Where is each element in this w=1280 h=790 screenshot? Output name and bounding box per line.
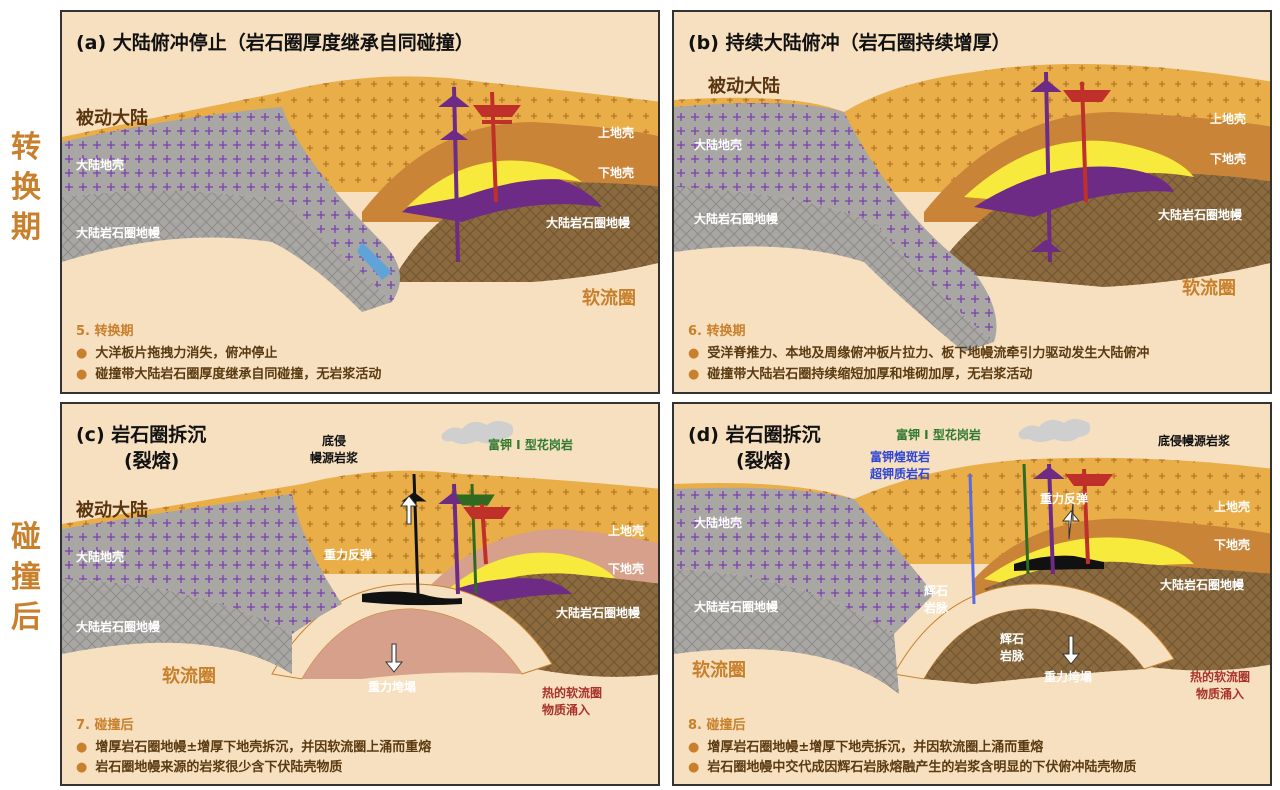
panel-c-subtitle: (裂熔) (124, 450, 180, 472)
panel-b-bullet-1: 受洋脊推力、本地及周缘俯冲板片拉力、板下地幔流牵引力驱动发生大陆俯冲 (688, 342, 1149, 361)
side-label-post-collision: 碰 撞 后 (11, 520, 41, 635)
label-lithospheric-mantle: 大陆岩石圈地幔 (1158, 208, 1243, 222)
label-passive-continent: 被动大陆 (76, 500, 148, 521)
label-upper-crust: 上地壳 (1210, 112, 1247, 126)
label-upper-crust: 上地壳 (598, 126, 635, 140)
panel-d-graphic (674, 404, 1270, 784)
panel-a: (a) 大陆俯冲停止（岩石圈厚度继承自同碰撞） 被动大陆 大陆地壳 大陆岩石圈地… (60, 10, 660, 394)
panel-d-bullet-1: 增厚岩石圈地幔±增厚下地壳拆沉，并因软流圈上涌而重熔 (688, 736, 1043, 755)
label-continental-crust: 大陆地壳 (694, 138, 743, 152)
label-continental-crust: 大陆地壳 (76, 158, 125, 172)
label-lithospheric-mantle: 大陆岩石圈地幔 (556, 606, 641, 620)
label-k-rich-granite: 富钾 I 型花岗岩 (896, 428, 981, 442)
panel-d: (d) 岩石圈拆沉 (裂熔) 大陆地壳 大陆岩石圈地幔 上地壳 下地壳 大陆岩石… (672, 402, 1272, 786)
panel-d-bullet-2: 岩石圈地幔中交代成因辉石岩脉熔融产生的岩浆含明显的下伏俯冲陆壳物质 (688, 756, 1136, 775)
label-lithosphere: 大陆岩石圈地幔 (694, 212, 779, 226)
label-gravity-collapse: 重力垮塌 (1044, 670, 1093, 684)
panel-b: (b) 持续大陆俯冲（岩石圈持续增厚） 被动大陆 大陆地壳 大陆岩石圈地幔 上地… (672, 10, 1272, 394)
label-hot-asthenosphere: 热的软流圈 物质涌入 (1190, 670, 1251, 701)
panel-b-bullet-2: 碰撞带大陆岩石圈持续缩短加厚和堆砌加厚，无岩浆活动 (688, 363, 1032, 382)
label-continental-crust: 大陆地壳 (694, 516, 743, 530)
label-underplate-magma: 底侵 幔源岩浆 (310, 434, 359, 465)
label-hot-asthenosphere: 热的软流圈 物质涌入 (542, 686, 603, 717)
label-asthenosphere: 软流圈 (692, 660, 746, 681)
label-lithospheric-mantle: 大陆岩石圈地幔 (1160, 578, 1245, 592)
label-asthenosphere: 软流圈 (1182, 278, 1236, 299)
label-pyroxenite-vein-1: 辉石 岩脉 (924, 584, 949, 615)
label-k-rich-lamprophyre: 富钾煌斑岩 超钾质岩石 (870, 450, 931, 481)
panel-a-bullet-1: 大洋板片拖拽力消失，俯冲停止 (76, 342, 277, 361)
label-lithosphere: 大陆岩石圈地幔 (694, 600, 779, 614)
label-lithosphere: 大陆岩石圈地幔 (76, 226, 161, 240)
label-k-rich-granite: 富钾 I 型花岗岩 (488, 438, 573, 452)
label-lower-crust: 下地壳 (1214, 538, 1251, 552)
label-gravity-collapse: 重力垮塌 (368, 680, 417, 694)
panel-d-title: (d) 岩石圈拆沉 (688, 424, 821, 446)
label-upper-crust: 上地壳 (608, 524, 645, 538)
label-lithospheric-mantle: 大陆岩石圈地幔 (546, 216, 631, 230)
label-passive-continent: 被动大陆 (76, 108, 148, 129)
panel-c-graphic (62, 404, 658, 784)
label-underplate-magma: 底侵幔源岩浆 (1158, 434, 1231, 448)
label-pyroxenite-vein-2: 辉石 岩脉 (1000, 632, 1025, 663)
label-continental-crust: 大陆地壳 (76, 550, 125, 564)
panel-b-title: (b) 持续大陆俯冲（岩石圈持续增厚） (688, 32, 1011, 54)
panel-c-bullet-2: 岩石圈地幔来源的岩浆很少含下伏陆壳物质 (76, 756, 342, 775)
label-gravity-rebound: 重力反弹 (324, 548, 373, 562)
label-asthenosphere: 软流圈 (162, 666, 216, 687)
panel-d-subtitle: (裂熔) (736, 450, 792, 472)
panel-c-caption: 7. 碰撞后 (76, 718, 134, 733)
panel-a-caption: 5. 转换期 (76, 324, 134, 339)
label-lower-crust: 下地壳 (1210, 152, 1247, 166)
label-lower-crust: 下地壳 (608, 562, 645, 576)
panel-a-graphic (62, 12, 658, 392)
side-label-transition: 转 换 期 (11, 130, 41, 245)
panel-d-caption: 8. 碰撞后 (688, 718, 746, 733)
panel-a-title: (a) 大陆俯冲停止（岩石圈厚度继承自同碰撞） (76, 32, 474, 54)
label-lithosphere: 大陆岩石圈地幔 (76, 620, 161, 634)
label-gravity-rebound: 重力反弹 (1040, 492, 1089, 506)
panel-c-bullet-1: 增厚岩石圈地幔±增厚下地壳拆沉，并因软流圈上涌而重熔 (76, 736, 431, 755)
panel-c: (c) 岩石圈拆沉 (裂熔) 被动大陆 大陆地壳 大陆岩石圈地幔 上地壳 下地壳… (60, 402, 660, 786)
label-lower-crust: 下地壳 (598, 166, 635, 180)
label-upper-crust: 上地壳 (1214, 500, 1251, 514)
panel-a-bullet-2: 碰撞带大陆岩石圈厚度继承自同碰撞，无岩浆活动 (76, 363, 381, 382)
label-asthenosphere: 软流圈 (582, 288, 636, 309)
panel-b-graphic (674, 12, 1270, 392)
label-passive-continent: 被动大陆 (708, 76, 780, 97)
panel-c-title: (c) 岩石圈拆沉 (76, 424, 207, 446)
panel-b-caption: 6. 转换期 (688, 324, 746, 339)
